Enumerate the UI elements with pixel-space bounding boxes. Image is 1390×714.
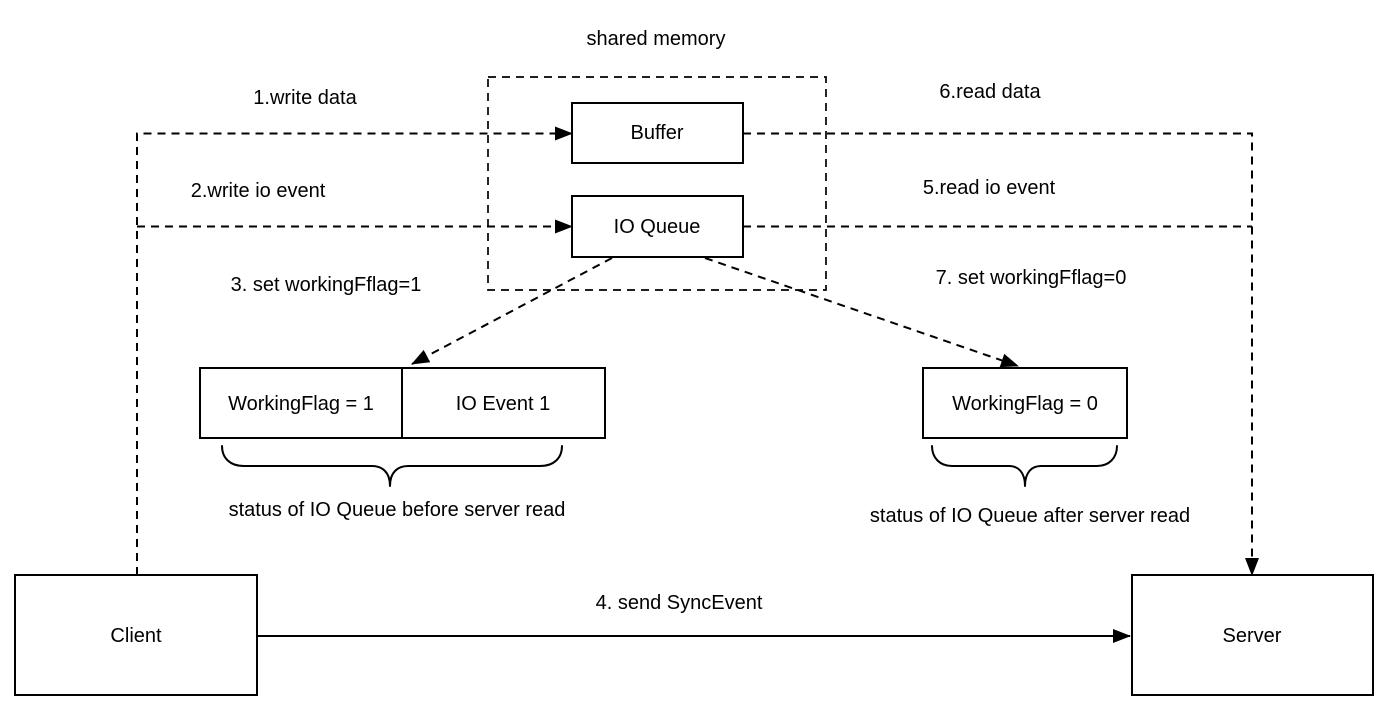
server-label: Server <box>1222 625 1282 647</box>
label-set-workingflag-0: 7. set workingFflag=0 <box>935 267 1127 289</box>
label-read-io-event: 5.read io event <box>922 177 1056 199</box>
shared-memory-boundary <box>487 76 827 291</box>
buffer-label: Buffer <box>630 122 684 144</box>
edge-set-workingflag-1 <box>411 257 613 365</box>
caption-before-read: status of IO Queue before server read <box>228 499 566 521</box>
working-flag-0-label: WorkingFlag = 0 <box>952 393 1098 415</box>
io-queue-box <box>571 195 744 258</box>
client-label: Client <box>110 625 162 647</box>
io-event-1-label: IO Event 1 <box>455 393 551 415</box>
edge-read-data <box>743 132 1259 576</box>
working-flag-1-label: WorkingFlag = 1 <box>228 393 374 415</box>
server-box <box>1131 574 1374 696</box>
label-read-data: 6.read data <box>939 81 1041 103</box>
label-write-io-event: 2.write io event <box>190 180 326 202</box>
caption-after-read: status of IO Queue after server read <box>869 505 1191 527</box>
brace-before <box>221 445 563 487</box>
buffer-box <box>571 102 744 164</box>
client-box <box>14 574 258 696</box>
label-send-sync-event: 4. send SyncEvent <box>595 592 763 614</box>
status-after-box <box>922 367 1128 439</box>
edge-write-data <box>136 126 573 575</box>
brace-after <box>931 445 1118 487</box>
io-queue-label: IO Queue <box>613 216 701 238</box>
label-write-data: 1.write data <box>253 87 357 109</box>
shared-memory-title: shared memory <box>586 28 726 50</box>
label-set-workingflag-1: 3. set workingFflag=1 <box>230 274 422 296</box>
